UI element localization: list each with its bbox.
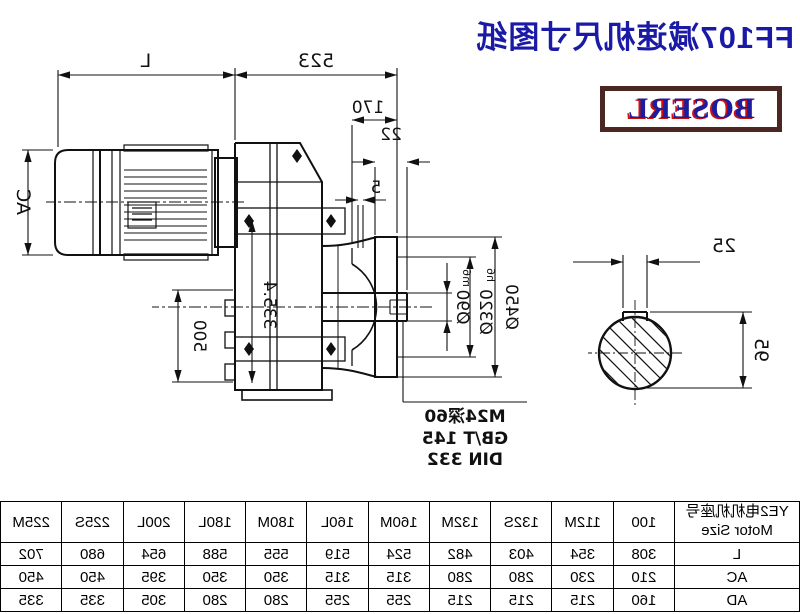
dim-center-label: 335.4: [259, 281, 279, 330]
dim-spigot-tol-label: h6: [484, 268, 497, 282]
table-cell: 215: [490, 588, 552, 612]
dim-motor-length-label: L: [140, 50, 151, 72]
table-cell: 450: [0, 565, 62, 589]
table-header-row: YE2电机机座号 Motor Size 100 112M 132S 132M 1…: [0, 501, 800, 543]
note-tap: M24深60: [424, 406, 505, 427]
table-cell: 255: [306, 588, 369, 612]
table-cell: 315: [306, 565, 369, 589]
col-header: 225S: [61, 501, 124, 543]
dim-housing-height-label: 500: [189, 320, 209, 352]
dim-gap-label: 5: [371, 178, 382, 198]
dim-face-depth-label: 170: [352, 98, 384, 118]
table-cell: 519: [306, 542, 369, 566]
table-cell: 255: [368, 588, 430, 612]
table-cell: 654: [123, 542, 185, 566]
table-cell: 482: [429, 542, 491, 566]
dim-shaft-dia-label: Ø90: [452, 289, 472, 324]
table-cell: 555: [245, 542, 307, 566]
note-standard-din: DIN 332: [427, 450, 503, 470]
dim-step-label: 22: [380, 125, 402, 145]
table-cell: 680: [61, 542, 124, 566]
dim-key-height-label: 95: [750, 338, 772, 362]
table-cell: 280: [490, 565, 552, 589]
dimension-lines: [22, 68, 752, 403]
table-cell: 702: [0, 542, 62, 566]
dimension-labels: L 523 170 22 5 AC 335.4 500 Ø450 Ø320 h6…: [12, 50, 772, 362]
table-cell: 280: [184, 588, 246, 612]
table-cell: 315: [368, 565, 430, 589]
col-header: 180M: [245, 501, 307, 543]
row-label: L: [674, 542, 800, 566]
table-cell: 350: [184, 565, 246, 589]
col-header: 180L: [184, 501, 246, 543]
row-label: AD: [674, 588, 800, 612]
table-cell: 215: [551, 588, 614, 612]
motor-size-header-cn: YE2电机机座号: [685, 503, 789, 521]
motor-size-table: YE2电机机座号 Motor Size 100 112M 132S 132M 1…: [0, 501, 800, 612]
note-standard-gbt: GB/T 145: [422, 429, 508, 449]
col-header: 200L: [123, 501, 185, 543]
dim-shaft-tol-label: m6: [460, 269, 473, 287]
shaft-section-view: [588, 300, 682, 406]
table-row: L 308 354 403 482 524 519 555 588 654 68…: [0, 542, 800, 566]
table-cell: 354: [551, 542, 614, 566]
dim-total-length-label: 523: [298, 50, 334, 72]
table-cell: 160: [613, 588, 675, 612]
table-cell: 395: [123, 565, 185, 589]
dimension-drawing: L 523 170 22 5 AC 335.4 500 Ø450 Ø320 h6…: [12, 50, 772, 470]
table-cell: 305: [123, 588, 185, 612]
table-cell: 308: [613, 542, 675, 566]
table-cell: 450: [61, 565, 124, 589]
table-cell: 335: [61, 588, 124, 612]
dim-spigot-dia-label: Ø320: [475, 289, 495, 335]
col-header: 160M: [368, 501, 430, 543]
shaft-end-notes: M24深60 GB/T 145 DIN 332: [422, 406, 508, 470]
table-cell: 588: [184, 542, 246, 566]
table-cell: 230: [551, 565, 614, 589]
table-cell: 403: [490, 542, 552, 566]
dim-flange-dia-label: Ø450: [501, 284, 521, 330]
table-cell: 524: [368, 542, 430, 566]
table-cell: 210: [613, 565, 675, 589]
table-cell: 280: [245, 588, 307, 612]
col-header: 225M: [0, 501, 62, 543]
dim-motor-diameter-label: AC: [12, 189, 34, 215]
table-cell: 350: [245, 565, 307, 589]
motor-size-header: YE2电机机座号 Motor Size: [674, 501, 800, 543]
motor-size-header-en: Motor Size: [701, 522, 773, 539]
table-cell: 215: [429, 588, 491, 612]
motor-fins: [124, 169, 207, 241]
col-header: 112M: [551, 501, 614, 543]
row-label: AC: [674, 565, 800, 589]
col-header: 100: [613, 501, 675, 543]
motor: [54, 144, 238, 261]
table-cell: 335: [0, 588, 62, 612]
col-header: 132M: [429, 501, 491, 543]
gearbox-internals: [224, 143, 346, 390]
dim-key-width-label: 25: [712, 235, 736, 257]
table-row: AC 210 230 280 280 315 315 350 350 395 4…: [0, 565, 800, 589]
col-header: 132S: [490, 501, 552, 543]
table-cell: 280: [429, 565, 491, 589]
table-row: AD 160 215 215 215 255 255 280 280 305 3…: [0, 588, 800, 612]
col-header: 160L: [306, 501, 369, 543]
